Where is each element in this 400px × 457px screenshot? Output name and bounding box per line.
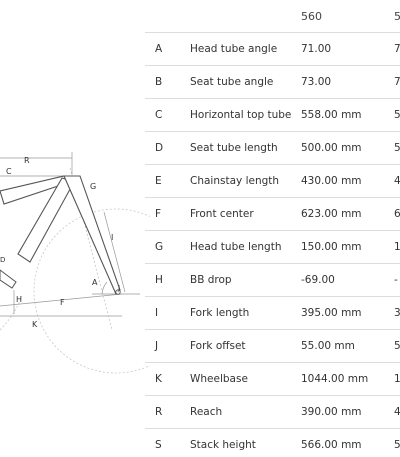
label-c: C [6, 167, 12, 176]
front-axle [115, 289, 121, 295]
table-row: H BB drop -69.00 - [145, 263, 400, 297]
row-letter: R [155, 406, 163, 418]
table-row: E Chainstay length 430.00 mm 4 [145, 164, 400, 198]
table-row: G Head tube length 150.00 mm 1 [145, 230, 400, 264]
label-a: A [92, 278, 98, 287]
row-name: Front center [190, 208, 254, 220]
row-letter: I [155, 307, 159, 319]
row-value-next: 4 [394, 175, 400, 187]
head-tube-and-fork [63, 175, 121, 295]
row-letter: K [155, 373, 162, 385]
front-center-dimension-line [0, 293, 123, 307]
label-r: R [24, 156, 30, 165]
row-letter: B [155, 76, 163, 88]
row-value-next: 7 [394, 43, 400, 55]
row-name: Fork length [190, 307, 250, 319]
row-name: Seat tube length [190, 142, 278, 154]
row-name: Fork offset [190, 340, 246, 352]
row-letter: E [155, 175, 162, 187]
row-name: Horizontal top tube [190, 109, 292, 121]
row-name: Seat tube angle [190, 76, 274, 88]
row-value-560: 1044.00 mm [301, 373, 369, 385]
table-row: C Horizontal top tube 558.00 mm 5 [145, 98, 400, 132]
row-name: Stack height [190, 439, 256, 451]
table-row: B Seat tube angle 73.00 7 [145, 65, 400, 99]
chainstay [0, 269, 17, 289]
row-value-next: 5 [394, 340, 400, 352]
row-value-560: 500.00 mm [301, 142, 362, 154]
row-value-next: 5 [394, 439, 400, 451]
row-name: Wheelbase [190, 373, 248, 385]
row-value-560: 71.00 [301, 43, 332, 55]
row-letter: A [155, 43, 163, 55]
label-d: D [0, 256, 5, 264]
head-angle-arc [101, 281, 108, 295]
row-name: Reach [190, 406, 223, 418]
front-wheel-outline [33, 208, 150, 374]
size-header-next: 5 [394, 10, 400, 23]
table-row: A Head tube angle 71.00 7 [145, 32, 400, 66]
table-row: R Reach 390.00 mm 4 [145, 395, 400, 429]
row-name: Head tube length [190, 241, 282, 253]
row-value-560: 430.00 mm [301, 175, 362, 187]
row-letter: C [155, 109, 163, 121]
row-letter: G [155, 241, 164, 253]
row-value-next: - [394, 274, 398, 286]
row-value-560: -69.00 [301, 274, 335, 286]
row-value-560: 55.00 mm [301, 340, 355, 352]
row-value-560: 73.00 [301, 76, 332, 88]
table-row: S Stack height 566.00 mm 5 [145, 428, 400, 457]
row-name: Head tube angle [190, 43, 278, 55]
row-letter: H [155, 274, 163, 286]
row-letter: F [155, 208, 162, 220]
row-value-next: 7 [394, 76, 400, 88]
label-i: I [111, 233, 113, 242]
label-g: G [90, 182, 96, 191]
label-k: K [32, 320, 38, 329]
row-value-next: 5 [394, 142, 400, 154]
row-value-560: 623.00 mm [301, 208, 362, 220]
row-value-560: 150.00 mm [301, 241, 362, 253]
table-row: J Fork offset 55.00 mm 5 [145, 329, 400, 363]
row-value-next: 1 [394, 373, 400, 385]
row-value-560: 390.00 mm [301, 406, 362, 418]
row-value-560: 566.00 mm [301, 439, 362, 451]
fork-length-line [103, 211, 126, 293]
label-j: J [117, 284, 120, 292]
row-letter: D [155, 142, 164, 154]
rear-wheel-outline [0, 295, 23, 331]
label-h: H [16, 295, 22, 304]
geometry-table: 560 5 A Head tube angle 71.00 7 B Seat t… [145, 0, 400, 457]
row-letter: S [155, 439, 162, 451]
size-header-560: 560 [301, 10, 322, 23]
row-value-next: 1 [394, 241, 400, 253]
row-value-next: 6 [394, 208, 400, 220]
row-letter: J [155, 340, 159, 352]
label-f: F [60, 298, 65, 307]
table-row: D Seat tube length 500.00 mm 5 [145, 131, 400, 165]
row-name: BB drop [190, 274, 232, 286]
row-value-560: 558.00 mm [301, 109, 362, 121]
bike-geometry-diagram: R C G I D A J H F K [0, 152, 150, 374]
table-row: I Fork length 395.00 mm 3 [145, 296, 400, 330]
table-row: K Wheelbase 1044.00 mm 1 [145, 362, 400, 396]
row-value-next: 4 [394, 406, 400, 418]
row-value-560: 395.00 mm [301, 307, 362, 319]
row-value-next: 5 [394, 109, 400, 121]
table-row: F Front center 623.00 mm 6 [145, 197, 400, 231]
row-name: Chainstay length [190, 175, 280, 187]
row-value-next: 3 [394, 307, 400, 319]
